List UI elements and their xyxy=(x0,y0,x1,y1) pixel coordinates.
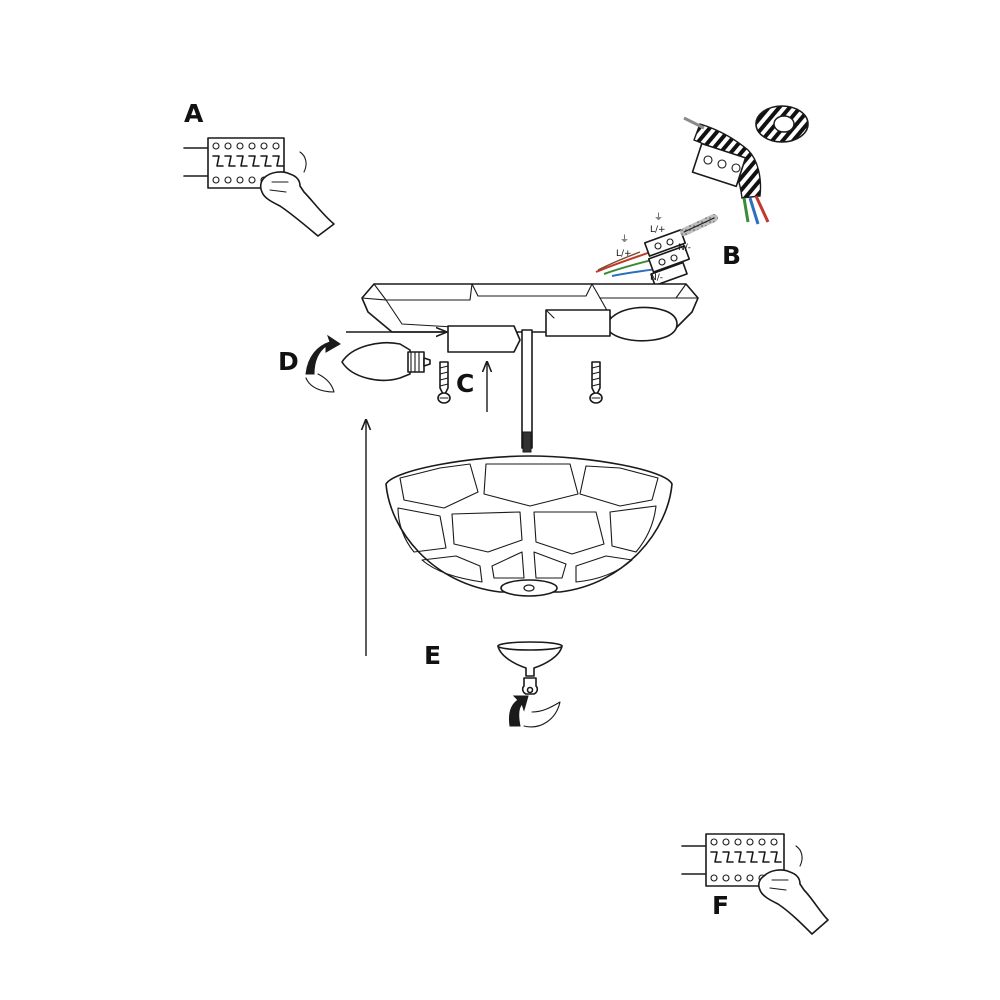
installed-bulb xyxy=(607,306,678,342)
screw-left xyxy=(437,361,451,404)
step-c-label: C xyxy=(456,369,474,398)
hand-a xyxy=(259,171,335,237)
rotate-arrow-e xyxy=(509,695,529,727)
label-earth-left: ⏚ xyxy=(620,234,629,245)
finial-cap xyxy=(497,645,563,677)
step-e-label: E xyxy=(424,641,441,670)
rod-thread xyxy=(522,431,532,453)
finial-screw xyxy=(521,677,539,695)
glass-shade xyxy=(385,455,673,597)
step-b-label: B xyxy=(722,241,741,270)
label-earth-top: ⏚ xyxy=(654,212,663,223)
step-d-bulb-insert: D xyxy=(278,334,431,393)
label-neutral-bottom: N/- xyxy=(650,273,663,283)
bulb-base xyxy=(407,351,425,373)
rotate-arrow-d xyxy=(305,334,341,375)
terminal-clamps-f xyxy=(710,851,782,863)
step-f-terminal-illustration: F xyxy=(681,833,829,935)
terminal-screws-top-f xyxy=(710,838,778,846)
step-d-label: D xyxy=(278,347,299,376)
step-e-finial: E xyxy=(424,641,563,728)
step-b-wiring-illustration: B ⏚ L/+ ⏚ xyxy=(595,105,809,287)
step-a-label: A xyxy=(184,99,204,128)
socket-left xyxy=(447,325,521,353)
label-neutral-right: N/- xyxy=(678,243,691,253)
wiring-connector-detail: ⏚ L/+ ⏚ L/+ N/- N/- xyxy=(595,212,718,287)
wire-connector-block xyxy=(691,142,747,188)
label-live-top: L/+ xyxy=(650,225,666,235)
socket-right xyxy=(545,309,611,337)
hand-f xyxy=(758,869,829,935)
central-rod xyxy=(521,329,533,449)
step-a-terminal-illustration: A xyxy=(183,99,335,237)
terminal-screws-top xyxy=(212,142,280,150)
bulb-loose xyxy=(341,342,411,382)
ceiling-mounting-plate xyxy=(361,283,699,453)
screw-right xyxy=(589,361,603,404)
label-live-left: L/+ xyxy=(616,249,632,259)
step-f-label: F xyxy=(712,891,729,920)
terminal-clamps xyxy=(212,155,284,167)
step-c-screws: C xyxy=(437,361,603,412)
